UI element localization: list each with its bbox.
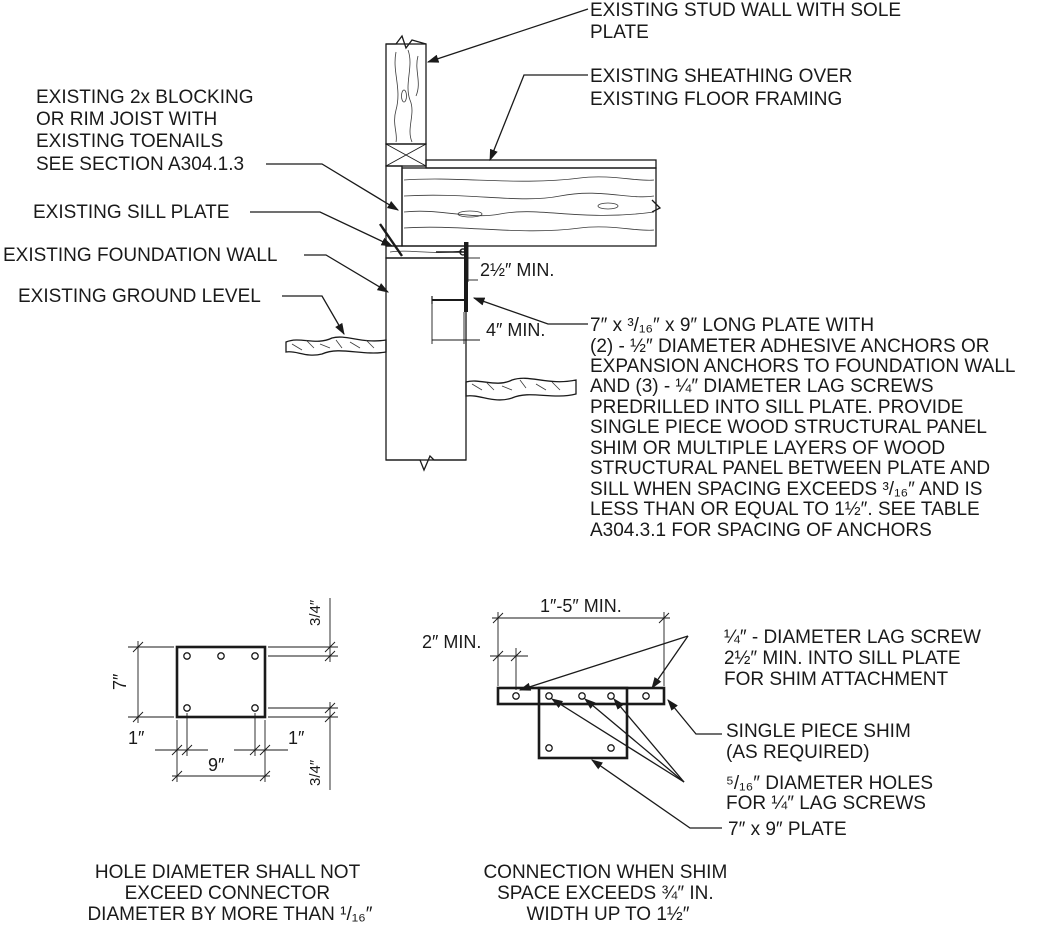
dim-2half-min: 2½″ MIN.: [467, 242, 554, 282]
label-sheathing: EXISTING SHEATHING OVER EXISTING FLOOR F…: [590, 66, 858, 110]
dim-3q-bottom: 3/4″: [307, 759, 324, 786]
label-holes: ⁵/₁₆″ DIAMETER HOLES FOR ¼″ LAG SCREWS: [726, 773, 938, 814]
caption-plate-detail: HOLE DIAMETER SHALL NOT EXCEED CONNECTOR…: [87, 862, 372, 925]
dim-3q-top: 3/4″: [307, 599, 324, 626]
rim-joist: [385, 165, 403, 247]
svg-text:2½″ MIN.: 2½″ MIN.: [480, 260, 554, 280]
dim-1-left: 1″: [128, 728, 145, 748]
svg-text:4″ MIN.: 4″ MIN.: [486, 320, 545, 340]
shim-detail: 1″-5″ MIN. 2″ MIN.: [422, 596, 670, 760]
toenail: [379, 223, 403, 257]
label-stud-wall: EXISTING STUD WALL WITH SOLE PLATE: [590, 0, 906, 43]
label-sill-plate: EXISTING SILL PLATE: [33, 202, 229, 223]
caption-shim-detail: CONNECTION WHEN SHIM SPACE EXCEEDS ¾″ IN…: [483, 862, 732, 925]
label-7x9-plate: 7″ x 9″ PLATE: [728, 819, 847, 840]
dim-7: 7″: [110, 673, 130, 690]
ground-level: [285, 336, 577, 401]
label-ground-level: EXISTING GROUND LEVEL: [18, 286, 261, 307]
label-plate-note: 7″ x ³/₁₆″ x 9″ LONG PLATE WITH (2) - ½″…: [590, 315, 1020, 541]
label-single-piece-shim: SINGLE PIECE SHIM (AS REQUIRED): [726, 721, 916, 763]
floor-joist: [401, 167, 662, 247]
label-foundation-wall: EXISTING FOUNDATION WALL: [3, 245, 277, 266]
sheathing: [425, 159, 657, 169]
dim-4-min: 4″ MIN.: [431, 300, 545, 344]
dim-1-5-min: 1″-5″ MIN.: [540, 596, 622, 616]
stud-wall: [385, 34, 427, 167]
label-lag-screw: ¼″ - DIAMETER LAG SCREW 2½″ MIN. INTO SI…: [724, 627, 986, 690]
steel-plate: [464, 242, 468, 312]
label-blocking: EXISTING 2x BLOCKING OR RIM JOIST WITH E…: [36, 87, 259, 175]
foundation-wall: [385, 257, 467, 472]
dim-9: 9″: [208, 755, 225, 775]
dim-1-right: 1″: [288, 728, 305, 748]
plate-detail: 7″ 3/4″ 3/4″ 1″ 1″ 9″: [110, 598, 338, 790]
dim-2-min: 2″ MIN.: [422, 632, 481, 652]
